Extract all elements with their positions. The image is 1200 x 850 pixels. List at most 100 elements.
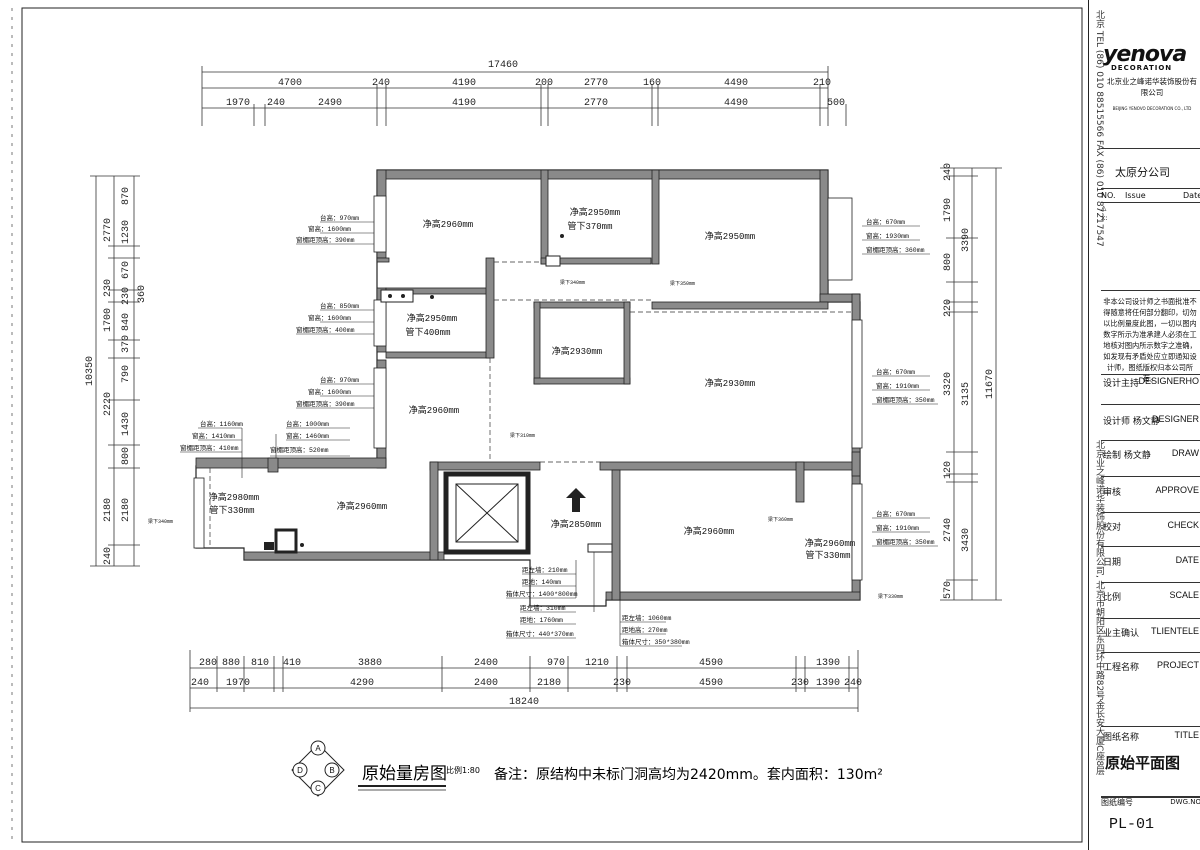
dwg-no-label: 图纸编号 (1101, 798, 1133, 807)
dim-bot-r1-3: 410 (283, 658, 301, 669)
svg-text:A: A (315, 744, 321, 753)
dim-bot-r2-4: 2180 (537, 678, 561, 689)
issue-header: Issue (1125, 191, 1146, 200)
company-logo: yenova (1103, 42, 1187, 67)
dim-left-r1-6: 1430 (121, 412, 132, 436)
svg-text:台高：970mm: 台高：970mm (320, 213, 359, 222)
drawing-caption: A B C D 原始量房图 比例1:80 备注：原结构中未标门洞高均为2420m… (291, 740, 883, 797)
dim-left-r2-1: 670 (121, 261, 132, 279)
svg-text:距地高：270mm: 距地高：270mm (622, 625, 668, 634)
dim-bot-r1-0: 280 (199, 658, 217, 669)
box-note-1: 距左墙：210mm 距地：140mm 箱体尺寸：1400*800mm (506, 560, 578, 599)
drawing-title: 原始量房图 (362, 764, 447, 784)
box-note-2: 距左墙：310mm 距地：1760mm 箱体尺寸：440*370mm (506, 552, 595, 639)
entrance-arrow-icon (566, 488, 586, 512)
svg-text:台高：1000mm: 台高：1000mm (286, 419, 329, 428)
dim-top-r1-4: 2770 (584, 78, 608, 89)
room-height-1: 净高2960mm (423, 218, 473, 230)
room-height-2: 净高2950mm (570, 206, 620, 218)
dim-bot-r1-4: 3880 (358, 658, 382, 669)
dim-top-r2-1: 240 (267, 98, 285, 109)
dim-top-r1-5: 160 (643, 78, 661, 89)
dim-bot-r1-7: 1210 (585, 658, 609, 669)
svg-text:距地：140mm: 距地：140mm (522, 577, 561, 586)
svg-text:窗楣距顶高：410mm: 窗楣距顶高：410mm (180, 443, 239, 452)
company-address-vertical: 北京 TEL (86) 010 88515566 FAX (86) 010 87… (1094, 10, 1104, 247)
svg-text:台高：1160mm: 台高：1160mm (200, 419, 243, 428)
dim-right-r1-5: 120 (943, 461, 954, 479)
elevator-shaft (443, 471, 531, 555)
beam-note-4: 梁下360mm (768, 516, 793, 523)
dim-bot-r2-6: 4590 (699, 678, 723, 689)
dim-top-r2-5: 4490 (724, 98, 748, 109)
windows (193, 195, 863, 581)
dim-top-r2-0: 1970 (226, 98, 250, 109)
dim-left-r2-4: 2220 (103, 392, 114, 416)
dim-bot-r1-2: 810 (251, 658, 269, 669)
dwg-no-label-en: DWG.NO (1170, 798, 1200, 806)
room-height-12: 净高2960mm (805, 537, 855, 549)
svg-text:距地：1760mm: 距地：1760mm (520, 615, 563, 624)
top-dimensions: 17460 4700 240 4190 200 2770 160 4490 21… (201, 60, 847, 126)
dim-left-r1-0: 870 (121, 187, 132, 205)
dim-left-r1-3: 1700 (103, 308, 114, 332)
dim-bot-r2-5: 230 (613, 678, 631, 689)
drawing-name: 原始平面图 (1105, 754, 1181, 772)
dim-top-r1-3: 200 (535, 78, 553, 89)
left-dimensions: 10350 870 2770 230 1700 370 790 1430 800… (85, 175, 148, 567)
dim-right-r1-4: 3320 (943, 372, 954, 396)
dim-top-r1-7: 210 (813, 78, 831, 89)
svg-text:台高：670mm: 台高：670mm (866, 217, 905, 226)
svg-text:距左墙：1060mm: 距左墙：1060mm (622, 613, 672, 622)
room-height-8: 净高2980mm (209, 491, 259, 503)
svg-text:台高：670mm: 台高：670mm (876, 509, 915, 518)
dim-top-r1-6: 4490 (724, 78, 748, 89)
dim-right-r1-1: 1790 (943, 198, 954, 222)
beam-note-3: 梁下310mm (510, 432, 535, 439)
dim-top-r2-3: 4190 (452, 98, 476, 109)
svg-text:窗楣距顶高：520mm: 窗楣距顶高：520mm (270, 445, 329, 454)
dim-bot-r2-8: 1390 (816, 678, 840, 689)
room-labels: 净高2960mm 净高2950mm 管下370mm 净高2950mm 净高295… (209, 206, 855, 561)
window-note-3: 台高：970mm 窗高：1600mm 窗楣距顶高：390mm (296, 375, 374, 409)
svg-text:窗高：1410mm: 窗高：1410mm (192, 431, 235, 440)
room-height-10: 净高2850mm (551, 518, 601, 530)
dim-right-r1-7: 570 (943, 581, 954, 599)
dim-bot-r2-2: 4290 (350, 678, 374, 689)
dim-bot-r2-3: 2400 (474, 678, 498, 689)
room-height-7: 净高2960mm (409, 404, 459, 416)
dim-bot-r1-9: 1390 (816, 658, 840, 669)
room-sub-8: 管下330mm (209, 504, 254, 516)
company-name: 北京业之峰诺华装饰股份有限公司 (1107, 77, 1197, 97)
room-height-4: 净高2950mm (407, 312, 457, 324)
dim-bot-r2-1: 1970 (226, 678, 250, 689)
dim-right-r2-0: 3390 (961, 228, 972, 252)
dim-left-r2-0: 1230 (121, 220, 132, 244)
svg-text:窗高：1910mm: 窗高：1910mm (876, 381, 919, 390)
drawing-note: 备注：原结构中未标门洞高均为2420mm。套内面积：130m² (494, 766, 883, 783)
window-note-6: 台高：670mm 窗高：1930mm 窗楣距顶高：360mm (862, 217, 930, 255)
dim-bot-r1-6: 970 (547, 658, 565, 669)
svg-text:窗高：1600mm: 窗高：1600mm (308, 224, 351, 233)
svg-text:D: D (297, 766, 303, 775)
fixtures (264, 234, 613, 554)
issue-no-header: NO. (1101, 191, 1116, 200)
dim-bot-r1-5: 2400 (474, 658, 498, 669)
window-note-5: 台高：1000mm 窗高：1460mm 窗楣距顶高：520mm (270, 419, 350, 458)
dim-left-r1-5: 790 (121, 365, 132, 383)
room-height-9: 净高2960mm (337, 500, 387, 512)
room-sub-12: 管下330mm (805, 549, 850, 561)
svg-text:台高：850mm: 台高：850mm (320, 301, 359, 310)
room-sub-2: 管下370mm (567, 220, 612, 232)
svg-text:窗楣距顶高：400mm: 窗楣距顶高：400mm (296, 325, 355, 334)
revision-x-icon: x: (1101, 214, 1108, 222)
svg-text:窗高：1600mm: 窗高：1600mm (308, 387, 351, 396)
dim-bot-r2-7: 230 (791, 678, 809, 689)
dim-bottom-total: 18240 (509, 697, 539, 708)
svg-text:窗高：1910mm: 窗高：1910mm (876, 523, 919, 532)
right-dimensions: 11670 240 1790 800 220 3320 120 2740 570… (940, 163, 1002, 601)
company-name-en: BEIJING YENOVO DECORATION CO., LTD (1112, 106, 1192, 111)
drawing-scale: 比例1:80 (446, 765, 480, 775)
dim-right-total: 11670 (985, 369, 996, 399)
beam-note-6: 梁下330mm (878, 593, 903, 600)
